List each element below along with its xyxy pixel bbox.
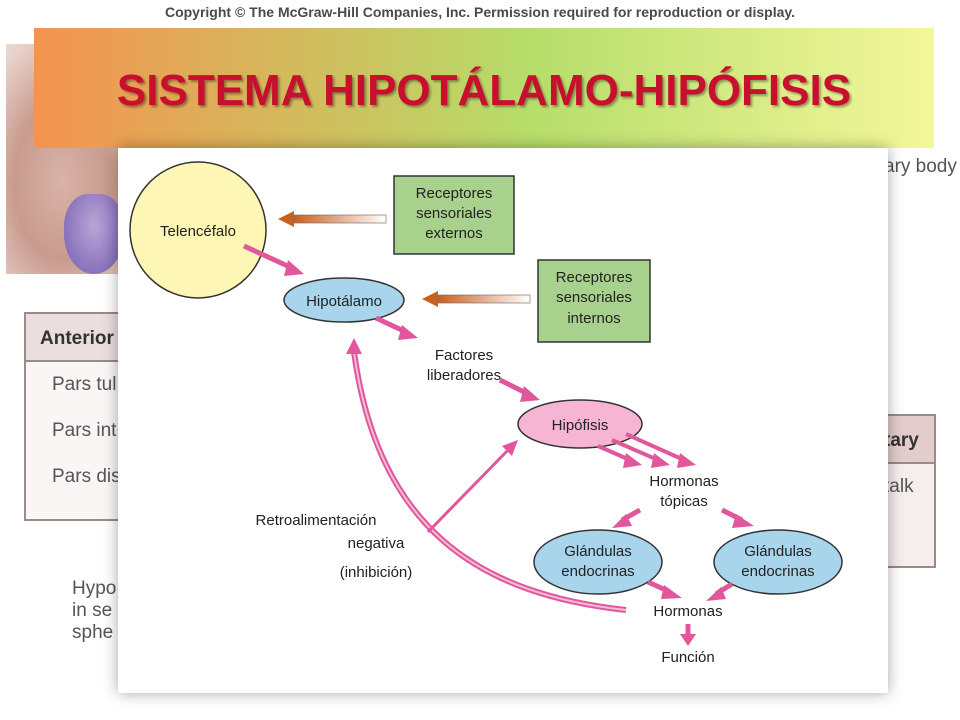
arrow-telencefalo-hipotalamo (242, 243, 304, 276)
table-header: tary (884, 416, 934, 464)
factores-line: liberadores (427, 367, 501, 384)
arrow-hormonas-funcion (680, 624, 696, 646)
diagram-panel: Telencéfalo Receptores sensoriales exter… (118, 148, 888, 693)
pituitary-illustration (64, 194, 124, 274)
table-header: Anterior (26, 314, 126, 362)
table-row: talk (884, 476, 914, 497)
hormonas-topicas-line: tópicas (660, 493, 708, 510)
glandulas-right-line: endocrinas (741, 563, 814, 580)
receptores-externos-line: Receptores (416, 185, 493, 202)
funcion-label: Función (661, 649, 714, 666)
background-caption-right: ary body (884, 156, 957, 177)
receptores-internos-box: Receptores sensoriales internos (537, 259, 651, 343)
glandulas-right-line: Glándulas (744, 543, 812, 560)
glandulas-left-line: Glándulas (564, 543, 632, 560)
receptores-externos-line: externos (425, 225, 483, 242)
feedback-line-to-hipofisis (426, 440, 518, 534)
table-row: Pars int (52, 420, 117, 441)
hormonas-topicas-line: Hormonas (649, 473, 718, 490)
arrow-factores-hipofisis (498, 377, 540, 402)
arrow-glandula-right-hormonas (706, 581, 734, 601)
background-table-right: tary talk (884, 414, 936, 568)
orange-arrow-externos (278, 211, 387, 227)
feedback-curve-to-hipotalamo (346, 338, 627, 613)
retro-line: Retroalimentación (256, 512, 377, 529)
arrow-topicas-glandula-right (720, 507, 754, 528)
arrow-glandula-left-hormonas (646, 579, 682, 599)
receptores-internos-line: internos (567, 310, 620, 327)
arrow-topicas-glandula-left (612, 507, 642, 528)
glandulas-left-line: endocrinas (561, 563, 634, 580)
slide-title: SISTEMA HIPOTÁLAMO-HIPÓFISIS (116, 66, 852, 115)
orange-arrow-internos (422, 291, 531, 307)
table-row: Pars dis (52, 466, 121, 487)
hormonas-label: Hormonas (653, 603, 722, 620)
hipotalamo-node: Hipotálamo (283, 277, 405, 323)
telencefalo-label: Telencéfalo (160, 223, 236, 240)
glandulas-left-node: Glándulas endocrinas (533, 529, 663, 595)
background-caption-bottom: Hypo in se sphe (72, 578, 116, 644)
hypothalamus-pituitary-diagram: Telencéfalo Receptores sensoriales exter… (129, 161, 843, 666)
retro-line: negativa (348, 535, 405, 552)
hipotalamo-label: Hipotálamo (306, 293, 382, 310)
arrow-hipotalamo-factores (374, 315, 418, 340)
caption-line: Hypo (72, 578, 117, 599)
arrows-hipofisis-hormonas (597, 432, 696, 468)
receptores-externos-line: sensoriales (416, 205, 492, 222)
title-banner: SISTEMA HIPOTÁLAMO-HIPÓFISIS (34, 28, 934, 148)
retro-line: (inhibición) (340, 564, 413, 581)
caption-line: sphe (72, 622, 114, 643)
telencefalo-node: Telencéfalo (129, 161, 267, 299)
glandulas-right-node: Glándulas endocrinas (713, 529, 843, 595)
caption-line: in se (72, 600, 113, 621)
copyright-notice: Copyright © The McGraw-Hill Companies, I… (164, 4, 796, 20)
receptores-internos-line: Receptores (556, 269, 633, 286)
hipofisis-label: Hipófisis (552, 417, 609, 434)
receptores-externos-box: Receptores sensoriales externos (393, 175, 515, 255)
table-row: Pars tul (52, 374, 117, 395)
hipofisis-node: Hipófisis (517, 399, 643, 449)
receptores-internos-line: sensoriales (556, 289, 632, 306)
background-table-left: Anterior Pars tul Pars int Pars dis (24, 312, 128, 521)
factores-line: Factores (435, 347, 493, 364)
